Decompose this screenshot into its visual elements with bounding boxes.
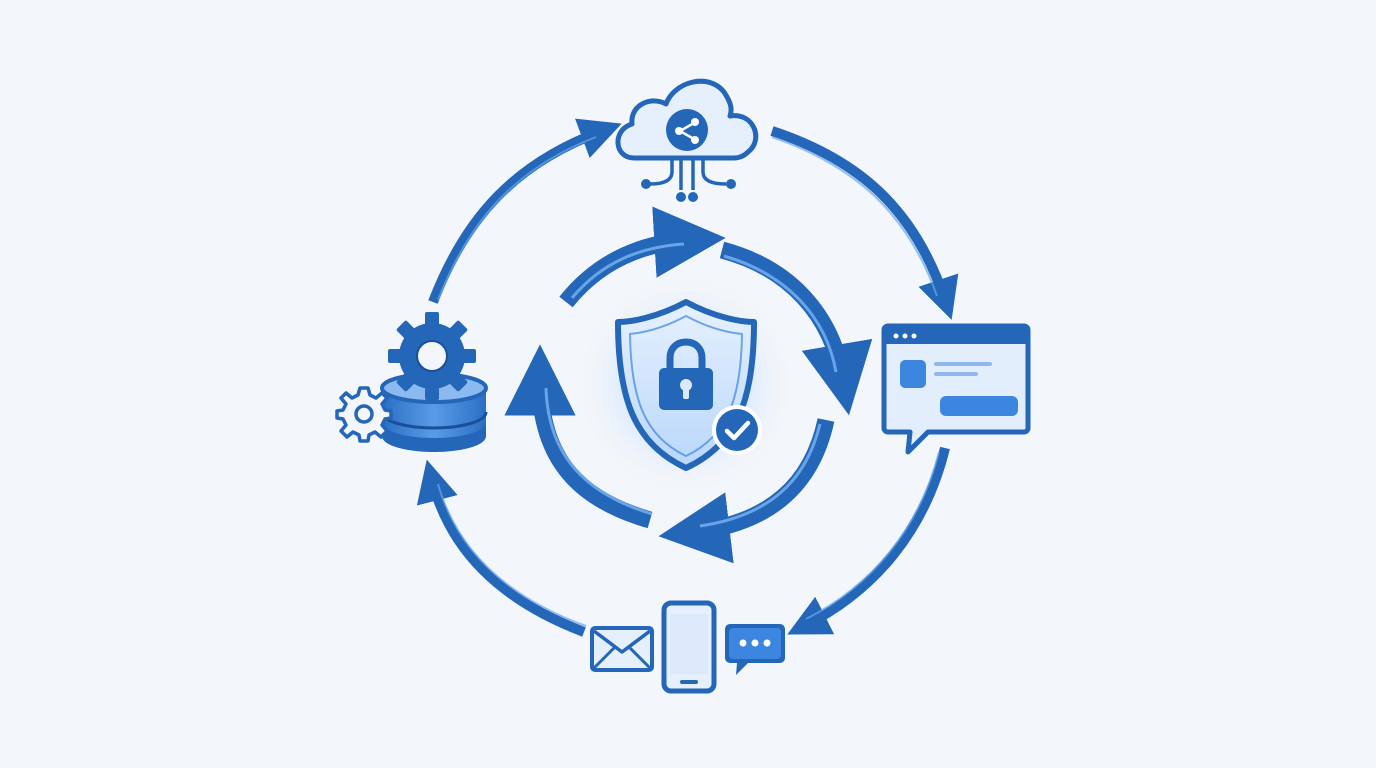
- lock-icon: [659, 338, 713, 410]
- outer-arrow-database-to-cloud: [428, 118, 622, 304]
- gear-large-icon: [388, 312, 476, 400]
- inner-cycle: [504, 206, 873, 564]
- browser-chat-window-icon: [881, 323, 1031, 455]
- chat-bubble-icon: [725, 624, 785, 675]
- cloud-share-network-icon: [615, 78, 759, 202]
- outer-arrow-cloud-to-web: [770, 126, 959, 320]
- outer-arrow-web-to-messaging: [787, 446, 950, 635]
- outer-cycle: [416, 118, 959, 637]
- messaging-node: [590, 600, 785, 694]
- smartphone-icon: [661, 600, 717, 694]
- database-gears-icon: [335, 312, 488, 452]
- outer-arrow-messaging-to-database: [416, 459, 586, 637]
- inner-arrow-top: [559, 206, 726, 308]
- inner-arrow-bottom: [658, 418, 835, 564]
- gear-small-icon: [335, 386, 393, 443]
- share-icon: [675, 118, 699, 144]
- inner-arrow-right: [719, 241, 873, 416]
- check-badge-icon: [712, 405, 762, 455]
- shield-lock-check-icon: [576, 275, 796, 495]
- envelope-icon: [590, 626, 654, 672]
- inner-arrow-left: [504, 344, 653, 529]
